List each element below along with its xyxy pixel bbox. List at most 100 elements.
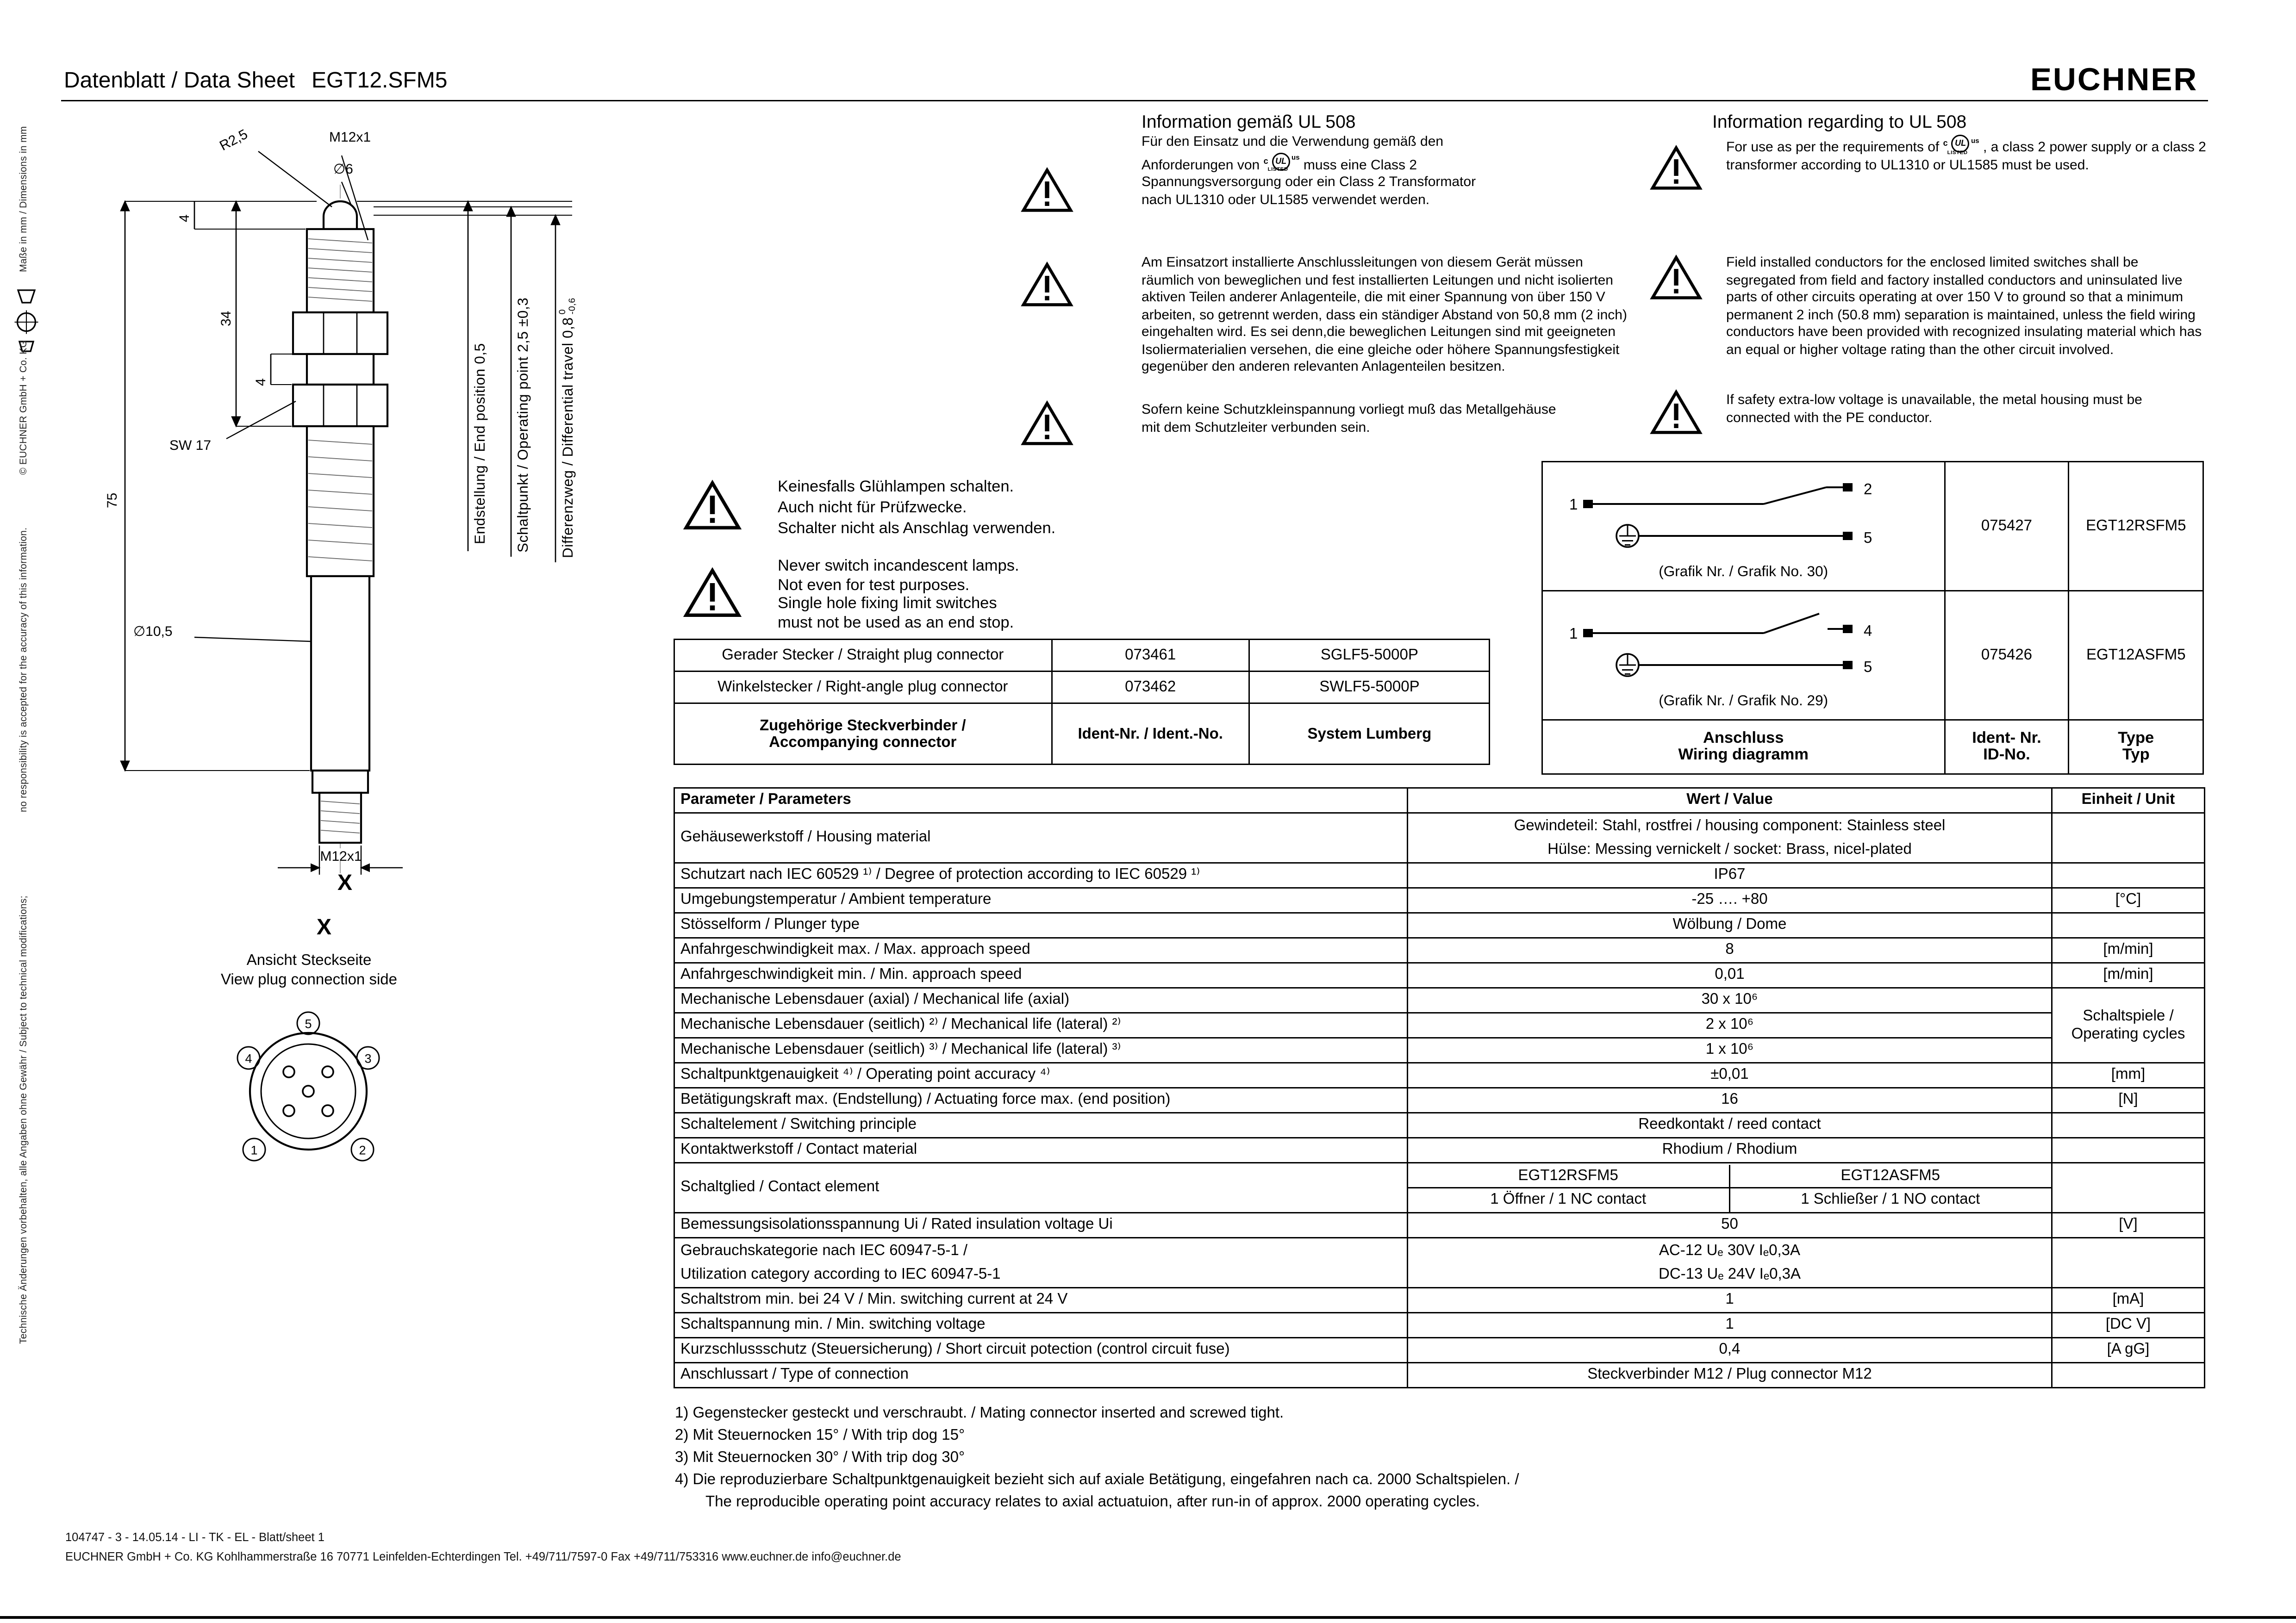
plug-view-title-en: View plug connection side (221, 972, 397, 989)
param-unit (2051, 912, 2205, 939)
end-position-label: Endstellung / End position 0,5 (472, 343, 489, 544)
sidebar-dimensions-note: Maße in mm / Dimensions in mm (19, 126, 29, 272)
wiring-pin-label: 1 (1570, 625, 1578, 642)
param-name: Anfahrgeschwindigkeit min. / Min. approa… (674, 962, 1408, 989)
param-value: 1 x 10⁶ (1407, 1037, 2053, 1063)
table-row: Gerader Stecker / Straight plug connecto… (674, 639, 1490, 672)
param-name: Mechanische Lebensdauer (seitlich) ³⁾ / … (674, 1037, 1408, 1063)
table-row: 1 4 5 (Grafik Nr. / Grafik No. (1541, 590, 2204, 721)
projection-symbol-icon (14, 286, 39, 360)
param-name: Schaltstrom min. bei 24 V / Min. switchi… (674, 1287, 1408, 1313)
table-row: Schaltspannung min. / Min. switching vol… (674, 1312, 2205, 1338)
param-unit (2051, 1112, 2205, 1138)
param-value: 0,4 (1407, 1337, 2053, 1363)
plug-pin-1-label: 1 (250, 1144, 257, 1157)
param-value: 30 x 10⁶ (1407, 987, 2053, 1014)
warning-line: Schalter nicht als Anschlag verwenden. (778, 521, 1056, 537)
param-unit-merged: Schaltspiele / Operating cycles (2051, 987, 2205, 1063)
wiring-type: EGT12ASFM5 (2068, 590, 2204, 721)
warning-icon (1021, 400, 1073, 447)
warning-line: must not be used as an end stop. (778, 614, 1014, 631)
plug-pin-2-label: 2 (359, 1144, 366, 1157)
connector-footer-type: System Lumberg (1248, 703, 1490, 765)
warning-line: Single hole fixing limit switches (778, 596, 997, 612)
table-footer-row: Zugehörige Steckverbinder / Accompanying… (674, 703, 1490, 765)
plug-view-title-de: Ansicht Steckseite (246, 952, 372, 969)
footnote: 1) Gegenstecker gesteckt und verschraubt… (675, 1405, 1284, 1422)
param-unit: [mA] (2051, 1287, 2205, 1313)
lamp-warning-en: Never switch incandescent lamps. Not eve… (778, 558, 1019, 633)
tolerance-top: 0 (558, 309, 568, 315)
ul-de-p1-pre: Für den Einsatz und die Verwendung gemäß… (1142, 135, 1444, 173)
table-row: Schaltstrom min. bei 24 V / Min. switchi… (674, 1287, 2205, 1313)
param-value: 0,01 (1407, 962, 2053, 989)
connector-label: Winkelstecker / Right-angle plug connect… (674, 671, 1052, 704)
sidebar-modifications-note: Technische Änderungen vorbehalten, alle … (19, 895, 29, 1344)
switch-technical-drawing (120, 151, 572, 879)
param-value: Rhodium / Rhodium (1407, 1137, 2053, 1163)
warning-icon (1650, 254, 1703, 301)
param-name: Stösselform / Plunger type (674, 912, 1408, 939)
table-row: Gehäusewerkstoff / Housing material Gewi… (674, 812, 2205, 864)
ul-de-paragraph-2: Am Einsatzort installierte Anschlussleit… (1142, 255, 1627, 375)
contact-element-matrix: EGT12RSFM5 EGT12ASFM5 1 Öffner / 1 NC co… (1407, 1162, 2053, 1213)
param-value: Wölbung / Dome (1407, 912, 2053, 939)
ul-de-paragraph-3: Sofern keine Schutzkleinspannung vorlieg… (1142, 403, 1556, 435)
table-row: Anfahrgeschwindigkeit max. / Max. approa… (674, 937, 2205, 964)
table-row: Kurzschlussschutz (Steuersicherung) / Sh… (674, 1337, 2205, 1363)
param-value: Gewindeteil: Stahl, rostfrei / housing c… (1407, 812, 2053, 864)
table-row: Anschlussart / Type of connection Steckv… (674, 1362, 2205, 1388)
plug-pin-3-label: 3 (364, 1052, 371, 1066)
header-rule (61, 100, 2208, 101)
param-unit (2051, 1162, 2205, 1213)
wiring-caption: (Grafik Nr. / Grafik No. 29) (1659, 693, 1828, 709)
param-unit (2051, 862, 2205, 889)
param-unit (2051, 1137, 2205, 1163)
param-name: Mechanische Lebensdauer (seitlich) ²⁾ / … (674, 1012, 1408, 1038)
wiring-diagram-cell: 1 2 5 (Grafik Nr. / Grafik No. (1541, 461, 1946, 591)
param-col-header: Parameter / Parameters (674, 787, 1408, 814)
param-name: Schaltglied / Contact element (674, 1162, 1408, 1213)
operating-point-label: Schaltpunkt / Operating point 2,5 ±0,3 (515, 297, 532, 553)
value-col-header: Wert / Value (1407, 787, 2053, 814)
table-row: Umgebungstemperatur / Ambient temperatur… (674, 887, 2205, 914)
tolerance-bottom: -0,6 (567, 298, 577, 315)
sidebar-copyright: © EUCHNER GmbH + Co. KG (19, 340, 29, 475)
wiring-caption: (Grafik Nr. / Grafik No. 30) (1659, 564, 1828, 580)
param-value: 16 (1407, 1087, 2053, 1113)
table-row: Betätigungskraft max. (Endstellung) / Ac… (674, 1087, 2205, 1113)
dim-75-label: 75 (106, 492, 121, 508)
euchner-logo: EUCHNER (2030, 61, 2198, 97)
param-unit (2051, 1237, 2205, 1288)
thread-bottom-label: M12x1 (320, 850, 362, 865)
company-address: EUCHNER GmbH + Co. KG Kohlhammerstraße 1… (65, 1549, 901, 1563)
param-value: Steckverbinder M12 / Plug connector M12 (1407, 1362, 2053, 1388)
table-header-row: Parameter / Parameters Wert / Value Einh… (674, 787, 2205, 814)
param-name: Anfahrgeschwindigkeit max. / Max. approa… (674, 937, 1408, 964)
param-value: 2 x 10⁶ (1407, 1012, 2053, 1038)
doc-title: Datenblatt / Data Sheet (64, 69, 295, 93)
table-row: Schaltglied / Contact element EGT12RSFM5… (674, 1162, 2205, 1213)
warning-icon (683, 566, 742, 619)
param-value: Reedkontakt / reed contact (1407, 1112, 2053, 1138)
param-unit: [A gG] (2051, 1337, 2205, 1363)
ul-de-paragraph-1: Für den Einsatz und die Verwendung gemäß… (1142, 135, 1500, 210)
parameters-table: Parameter / Parameters Wert / Value Einh… (674, 787, 2205, 1388)
footnote: The reproducible operating point accurac… (705, 1494, 1480, 1511)
param-name: Kontaktwerkstoff / Contact material (674, 1137, 1408, 1163)
wrench-size-label: SW 17 (169, 439, 212, 454)
param-unit (2051, 1362, 2205, 1388)
param-name: Schaltspannung min. / Min. switching vol… (674, 1312, 1408, 1338)
param-name: Schutzart nach IEC 60529 ¹⁾ / Degree of … (674, 862, 1408, 889)
param-unit: [°C] (2051, 887, 2205, 914)
warning-icon (1021, 167, 1073, 214)
table-row: Schutzart nach IEC 60529 ¹⁾ / Degree of … (674, 862, 2205, 889)
connector-ident: 073461 (1050, 639, 1250, 672)
dome-diameter-label: ∅6 (333, 162, 353, 178)
warning-line: Never switch incandescent lamps. (778, 558, 1019, 575)
